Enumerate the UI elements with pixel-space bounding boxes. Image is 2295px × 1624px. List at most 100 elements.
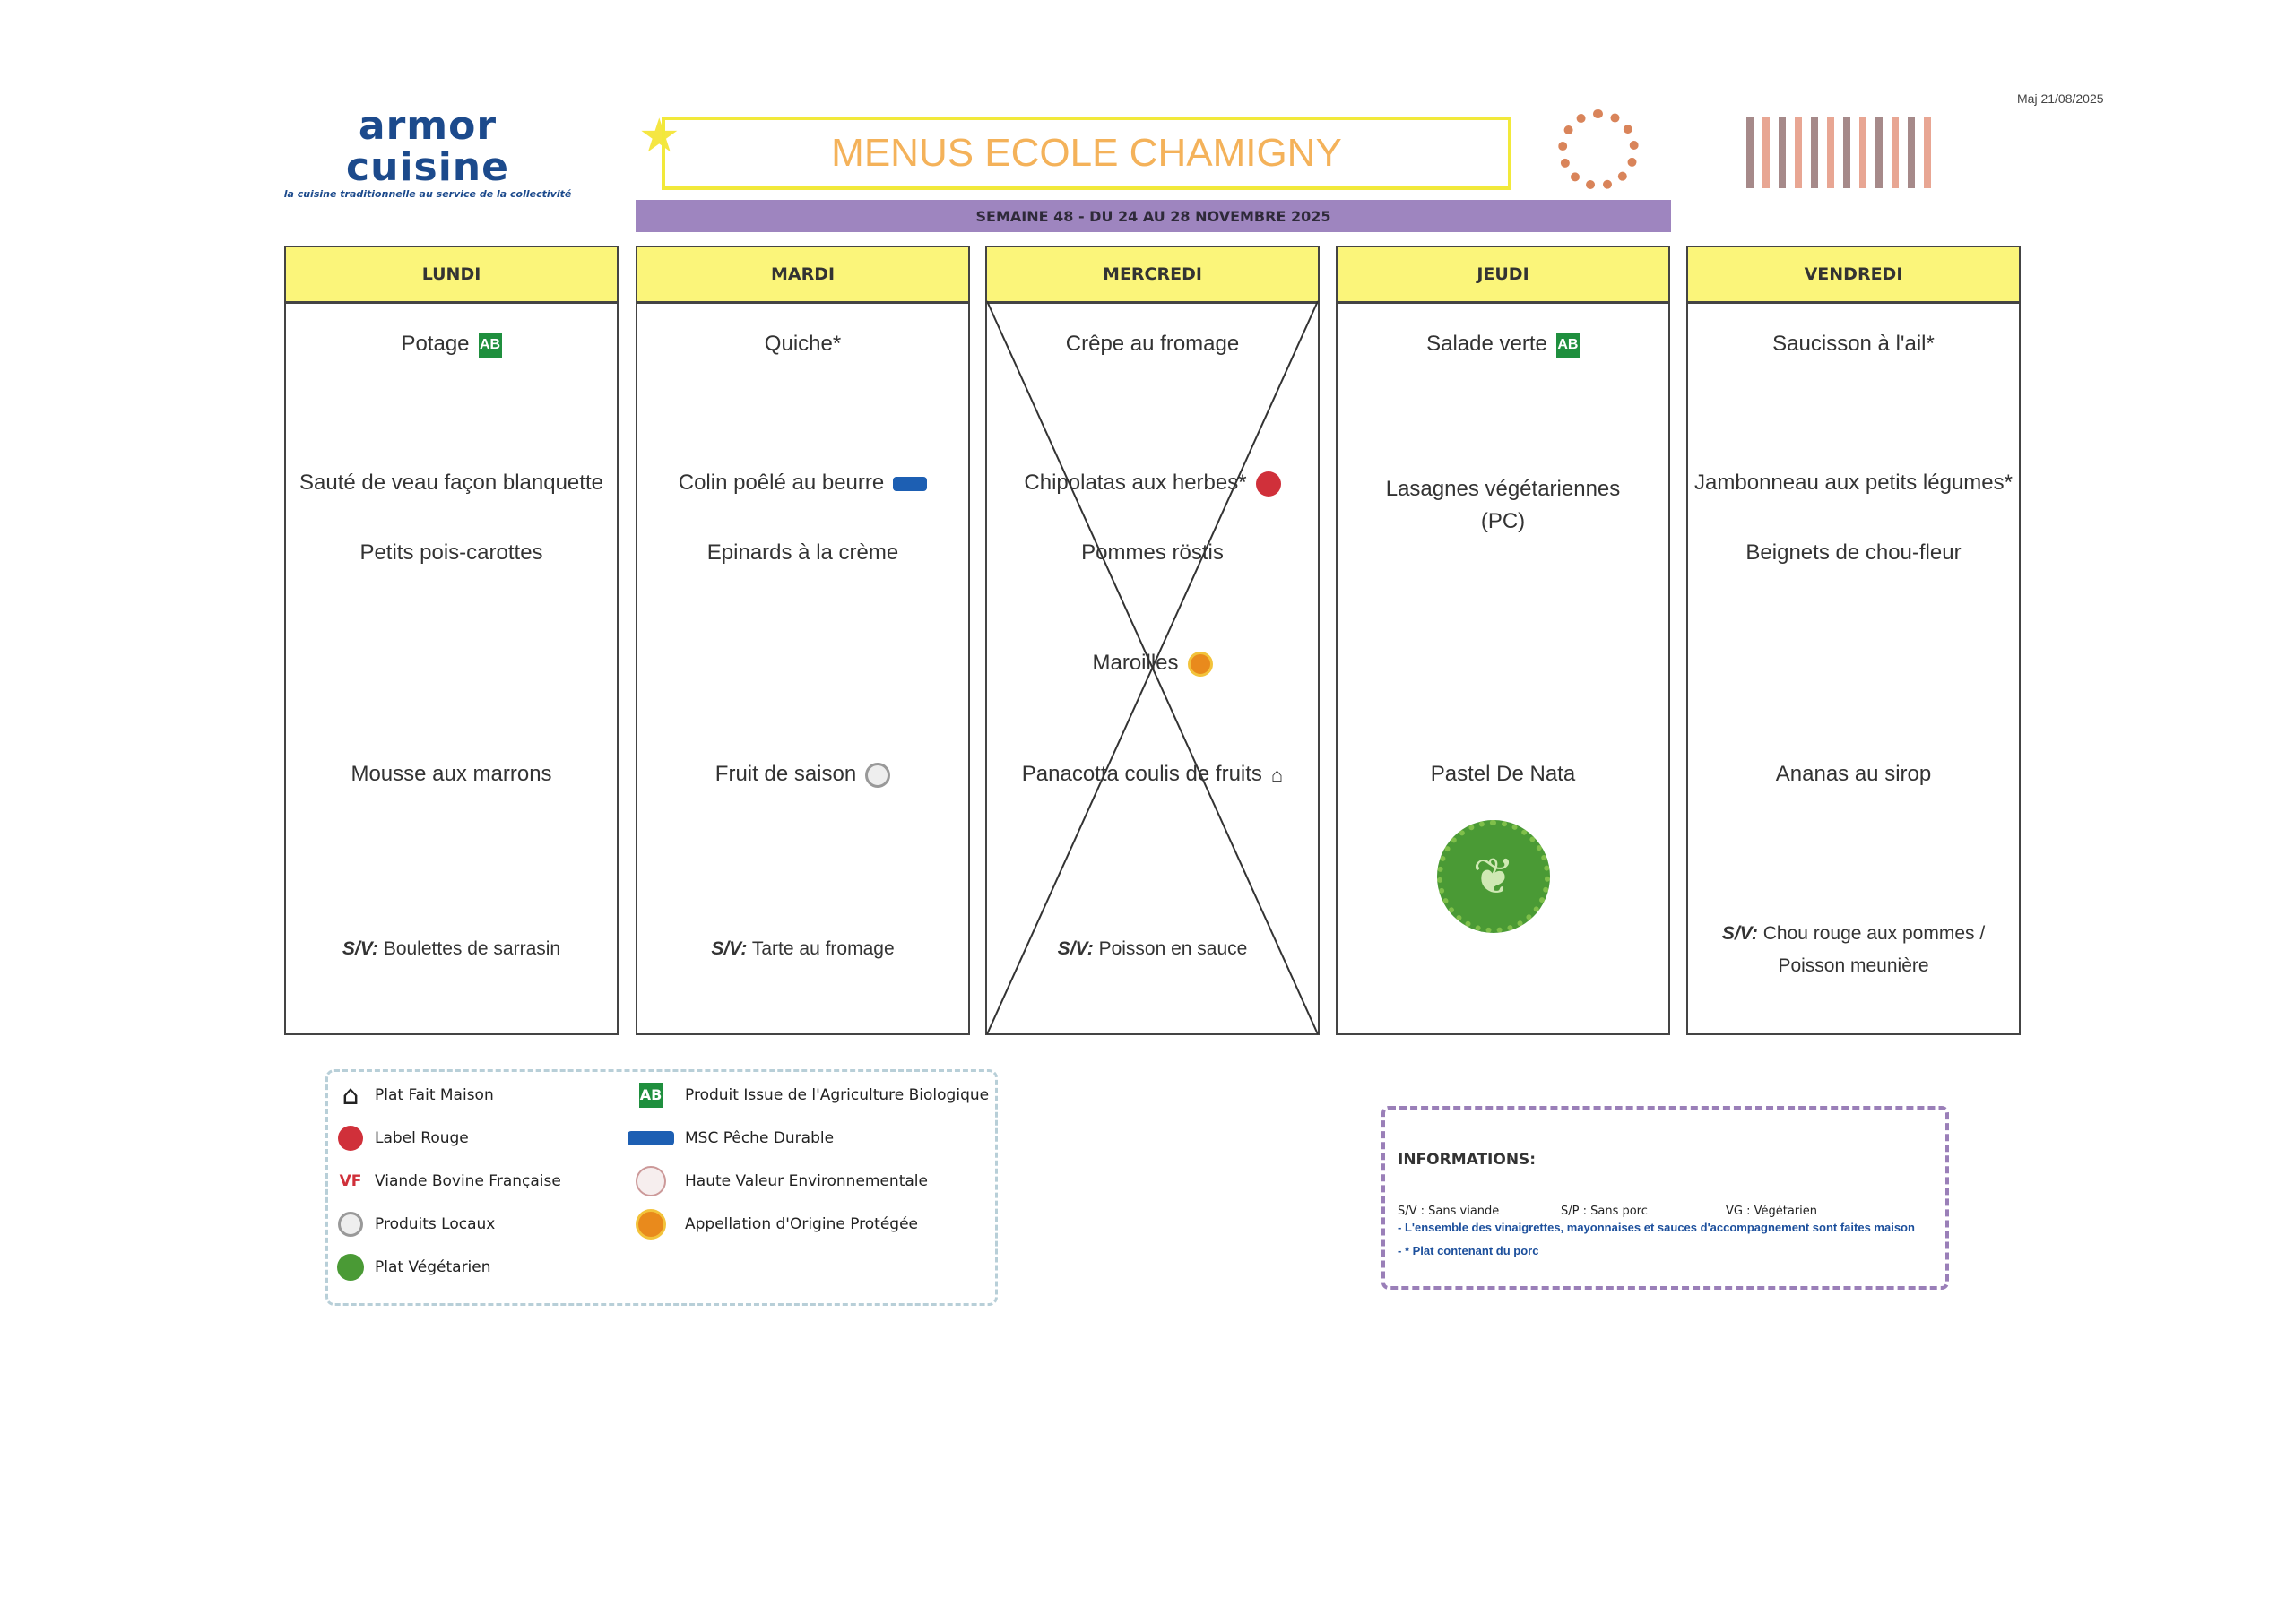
label-rouge-icon [1255,471,1281,497]
day-column-vendredi: VENDREDI Saucisson à l'ail* Jambonneau a… [1686,246,2021,1035]
legend-label: Plat Fait Maison [375,1086,494,1104]
children-illustration [1746,117,1935,188]
legend-item: Produits Locaux [333,1210,495,1239]
sv-text-2: Poisson meunière [1778,955,1929,976]
legend-label: Label Rouge [375,1129,469,1147]
legend-item: MSC Pêche Durable [624,1124,834,1153]
dessert: Ananas au sirop [1775,762,1932,786]
info-title: INFORMATIONS: [1398,1151,1537,1169]
day-header: MERCREDI [987,247,1318,304]
main-text: Lasagnes végétariennes [1385,477,1621,501]
dessert: Panacotta coulis de fruits ⌂ [987,758,1318,791]
day-header: MARDI [637,247,968,304]
day-header: LUNDI [286,247,617,304]
legend-item: Appellation d'Origine Protégée [624,1209,919,1240]
produits-locaux-icon [865,762,891,788]
sv-option: S/V: Boulettes de sarrasin [286,933,617,965]
cancelled-cross [986,300,1319,1035]
aop-icon [624,1209,678,1240]
update-date: Maj 21/08/2025 [2017,91,2104,106]
ab-icon: AB [1555,332,1580,358]
ab-text: AB [639,1083,663,1108]
info-sp: S/P : Sans porc [1561,1205,1648,1218]
dessert: Fruit de saison [637,758,968,790]
main-text: Colin poêlé au beurre [678,471,885,495]
sv-text: Chou rouge aux pommes / [1762,923,1986,944]
starter: Quiche* [764,332,842,356]
legend-label: Appellation d'Origine Protégée [685,1215,919,1233]
house-icon: ⌂ [342,1079,359,1111]
side-dish: Petits pois-carottes [359,540,543,565]
armor-cuisine-logo: armor cuisine la cuisine traditionnelle … [280,103,576,201]
main-dish: Sauté de veau façon blanquette [299,471,603,495]
day-column-jeudi: JEUDI Salade verte AB Lasagnes végétarien… [1336,246,1670,1035]
side-dish: Epinards à la crème [706,540,899,565]
day-column-mardi: MARDI Quiche* Colin poêlé au beurre Epin… [636,246,970,1035]
msc-icon [624,1124,678,1153]
legend-item: Plat Végétarien [333,1253,491,1282]
sv-option: S/V: Poisson en sauce [987,933,1318,965]
sv-text: Tarte au fromage [751,938,895,959]
logo-name: armor cuisine [346,103,509,190]
dessert-text: Fruit de saison [714,762,857,786]
produits-locaux-icon [333,1210,368,1239]
legend-item: Label Rouge [333,1124,469,1153]
info-note-pork: - * Plat contenant du porc [1398,1244,1539,1257]
starter: Potage AB [286,328,617,360]
sv-option: S/V: Tarte au fromage [637,933,968,965]
info-sv: S/V : Sans viande [1398,1205,1500,1218]
day-header: JEUDI [1338,247,1668,304]
legend-label: Plat Végétarien [375,1258,491,1276]
day-column-mercredi: MERCREDI Crêpe au fromage Chipolatas aux… [985,246,1320,1035]
msc-icon [893,476,928,491]
sv-text: Boulettes de sarrasin [383,938,561,959]
cheese: Maroilles [987,647,1318,679]
sv-label: S/V: [1057,938,1094,959]
information-box: INFORMATIONS: S/V : Sans viande S/P : Sa… [1381,1106,1949,1290]
side-dish: Beignets de chou-fleur [1745,540,1962,565]
legend-item: Haute Valeur Environnementale [624,1166,928,1196]
vegetarian-icon [333,1253,368,1282]
main-dish: Jambonneau aux petits légumes* [1694,471,2013,495]
vegetarian-badge-icon: ❦ [1437,820,1550,933]
day-column-lundi: LUNDI Potage AB Sauté de veau façon blanq… [284,246,619,1035]
main-dish: Chipolatas aux herbes* [987,467,1318,499]
info-vg: VG : Végétarien [1726,1205,1818,1218]
day-header: VENDREDI [1688,247,2019,304]
title-box: MENUS ECOLE CHAMIGNY [662,117,1511,190]
label-rouge-icon [333,1124,368,1153]
legend-item: AB Produit Issue de l'Agriculture Biologi… [624,1081,989,1110]
sv-label: S/V: [1721,923,1758,944]
main-dish: Lasagnes végétariennes (PC) [1338,473,1668,538]
starter: Crêpe au fromage [1065,332,1240,356]
starter: Saucisson à l'ail* [1772,332,1935,356]
children-circle-illustration [1558,109,1639,190]
main-dish: Colin poêlé au beurre [637,467,968,499]
starter-text: Salade verte [1426,332,1547,356]
sv-label: S/V: [342,938,378,959]
starter: Salade verte AB [1338,328,1668,360]
dessert: Pastel De Nata [1430,762,1576,786]
legend-label: Viande Bovine Française [375,1172,561,1190]
week-banner: SEMAINE 48 - DU 24 AU 28 NOVEMBRE 2025 [636,200,1671,232]
house-icon: ⌂ [1270,763,1284,786]
dessert-text: Panacotta coulis de fruits [1021,762,1262,786]
hve-icon [624,1166,678,1196]
legend-item: ⌂ Plat Fait Maison [333,1079,494,1111]
main-note: (PC) [1480,509,1526,533]
legend-label: Produit Issue de l'Agriculture Biologiqu… [685,1086,990,1104]
sv-option: S/V: Chou rouge aux pommes / Poisson meun… [1688,918,2019,982]
info-note-homemade: - L'ensemble des vinaigrettes, mayonnais… [1398,1221,1915,1234]
ab-icon: AB [478,332,502,358]
legend-label: Produits Locaux [375,1215,496,1233]
page-title: MENUS ECOLE CHAMIGNY [831,131,1342,175]
ab-icon: AB [624,1081,678,1110]
logo-tagline: la cuisine traditionnelle au service de … [283,188,572,200]
sv-label: S/V: [711,938,748,959]
cheese-text: Maroilles [1092,651,1179,675]
starter-text: Potage [401,332,470,356]
dessert: Mousse aux marrons [351,762,552,786]
